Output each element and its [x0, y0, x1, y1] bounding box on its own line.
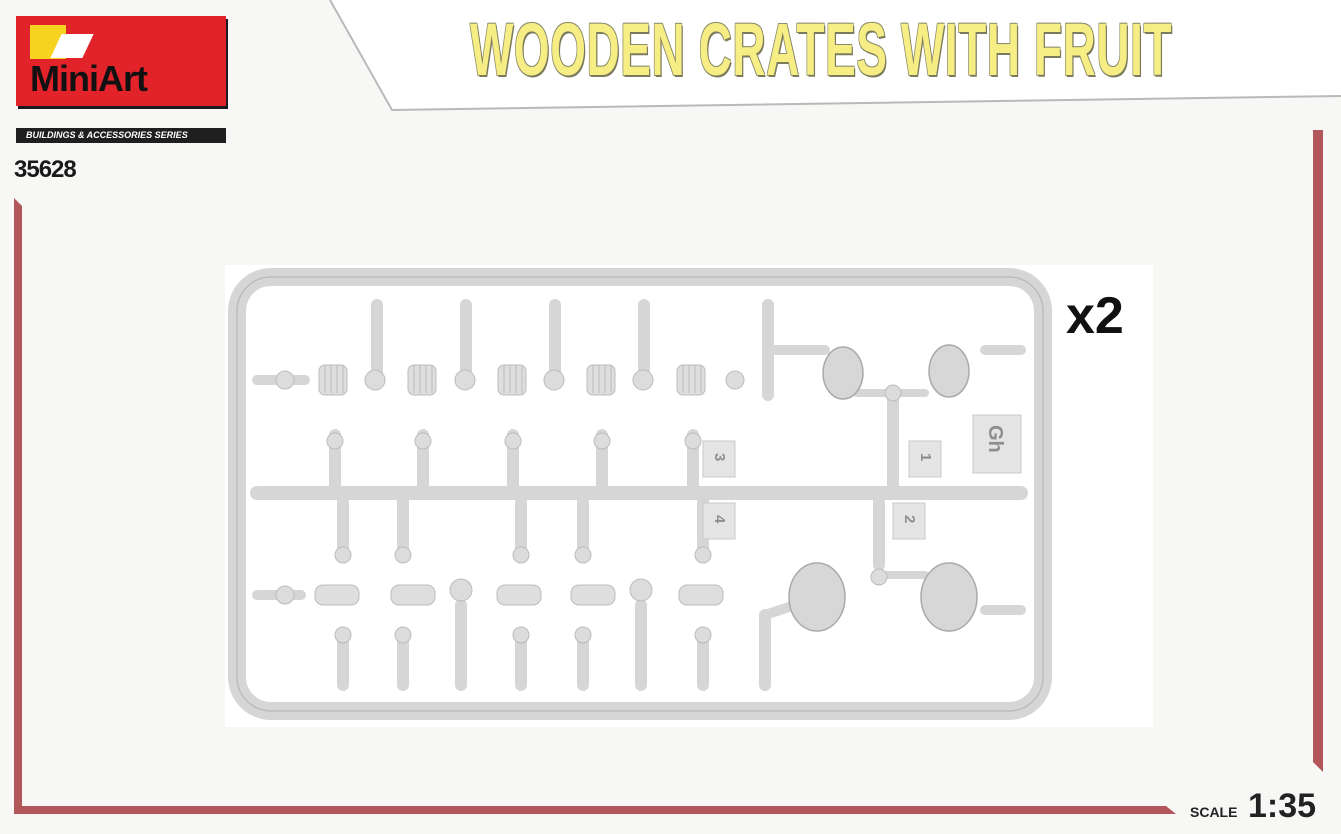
sprue-image: 3 4 1 2 Gh [225, 265, 1153, 727]
header-banner [329, 0, 1341, 112]
series-label: BUILDINGS & ACCESSORIES SERIES [16, 128, 226, 143]
logo-text: MiniArt [30, 58, 148, 99]
miniart-logo: MiniArt [16, 16, 226, 106]
part-number-4: 4 [711, 515, 728, 524]
sprue-quantity: x2 [1066, 287, 1124, 345]
kit-number: 35628 [14, 156, 77, 183]
scale-value: 1:35 [1248, 787, 1317, 825]
part-number-2: 2 [901, 515, 918, 523]
sprue-drawing: 3 4 1 2 Gh [228, 268, 1052, 720]
sprue-letter: Gh [984, 425, 1006, 453]
scale-label: SCALE [1190, 804, 1238, 820]
part-number-1: 1 [917, 453, 934, 461]
part-number-3: 3 [711, 453, 728, 461]
